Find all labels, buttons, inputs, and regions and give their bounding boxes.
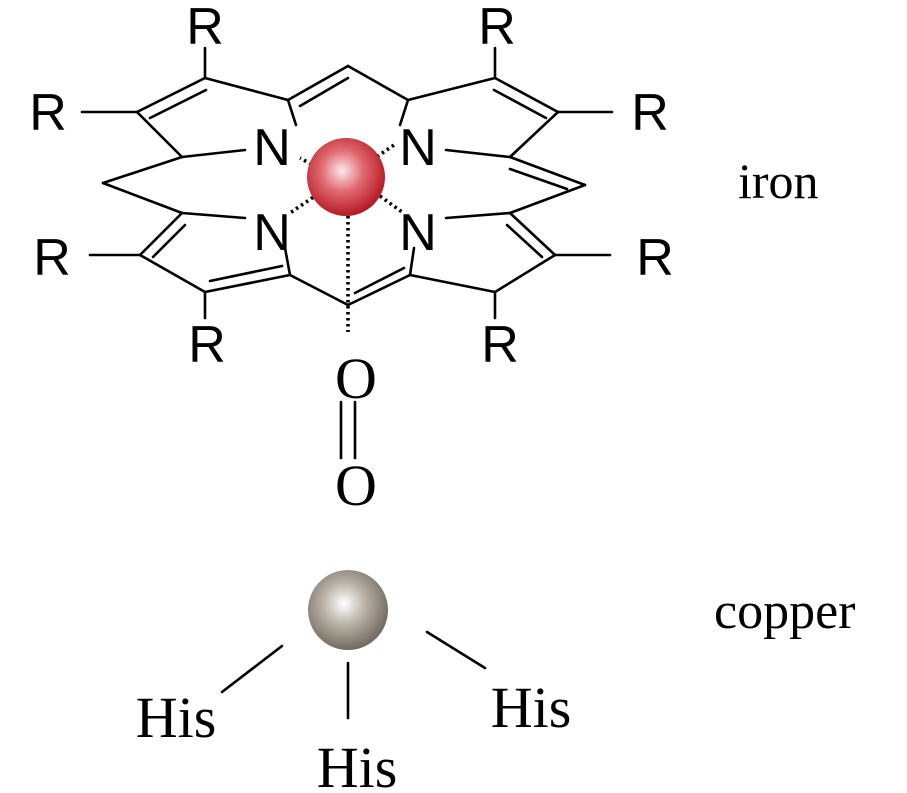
substituent-label-bottom-left: R: [188, 316, 226, 374]
porphyrin-ring: [80, 46, 614, 320]
histidine-label-center: His: [317, 735, 398, 793]
substituent-label-bottom-right: R: [481, 316, 519, 374]
substituent-label-top-left: R: [186, 0, 224, 56]
iron-atom: [307, 138, 385, 216]
dioxygen-double-bond: [339, 400, 357, 460]
nitrogen-label-bottom-right: N: [399, 204, 437, 262]
copper-label: copper: [714, 583, 855, 640]
copper-atom: [308, 570, 388, 650]
substituent-label-top-right: R: [478, 0, 516, 56]
substituent-label-left-upper: R: [29, 84, 67, 142]
nitrogen-label-top-right: N: [399, 119, 437, 177]
substituent-label-right-lower: R: [636, 229, 674, 287]
histidine-label-right: His: [491, 675, 572, 740]
nitrogen-label-top-left: N: [253, 119, 291, 177]
copper-histidine-bonds: [220, 630, 487, 720]
substituent-label-left-lower: R: [33, 229, 71, 287]
nitrogen-label-bottom-left: N: [253, 204, 291, 262]
oxygen-label-lower: O: [335, 453, 377, 518]
histidine-label-left: His: [136, 685, 217, 750]
iron-label: iron: [738, 153, 819, 209]
oxygen-label-upper: O: [335, 346, 377, 411]
substituent-label-right-upper: R: [631, 84, 669, 142]
